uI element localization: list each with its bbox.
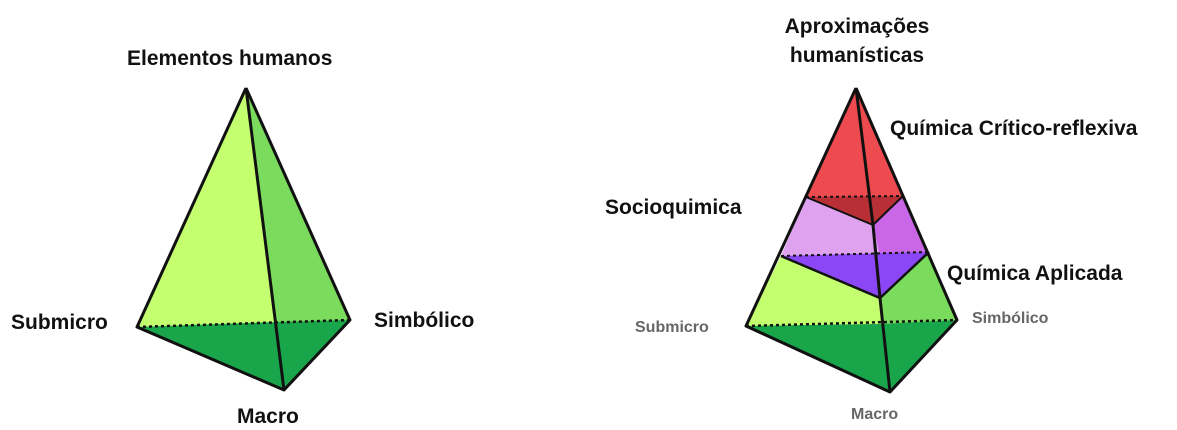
left-simbolico-label: Simbólico (374, 309, 475, 332)
right-apex-label-line2: humanísticas (789, 44, 925, 67)
left-pyramid (135, 87, 352, 392)
left-pyramid-side-face (246, 88, 350, 390)
left-pyramid-front-face (137, 88, 284, 390)
left-pyramid-front-edge (244, 87, 286, 391)
right-top-band-front (806, 88, 873, 225)
right-hidden-edge-middle (780, 251, 930, 257)
right-top-band-bottom (806, 196, 903, 225)
right-pyramid (744, 87, 959, 394)
right-apex-label-line1: Aproximações (784, 15, 930, 38)
left-macro-label: Macro (237, 405, 299, 428)
right-pyramid-front-edge (854, 87, 892, 393)
right-hidden-edge-top (805, 195, 904, 198)
right-apex-label: Aproximações humanísticas (760, 12, 954, 70)
right-top-band-label: Química Crítico-reflexiva (890, 117, 1138, 140)
right-hidden-edge-base (745, 318, 958, 328)
right-macro-label: Macro (851, 406, 899, 423)
right-lower-band-side (880, 252, 957, 324)
right-middle-band-label: Socioquimica (605, 196, 742, 219)
right-submicro-label: Submicro (635, 319, 709, 336)
right-top-band-side (856, 88, 903, 225)
right-simbolico-label: Simbólico (972, 310, 1049, 327)
right-lower-band-label: Química Aplicada (947, 262, 1123, 285)
left-apex-label: Elementos humanos (127, 47, 333, 70)
right-middle-band-side-violet (873, 196, 929, 256)
right-lower-band-front (746, 256, 883, 326)
left-submicro-label: Submicro (11, 311, 108, 334)
right-middle-band-front-lilac (781, 197, 880, 256)
